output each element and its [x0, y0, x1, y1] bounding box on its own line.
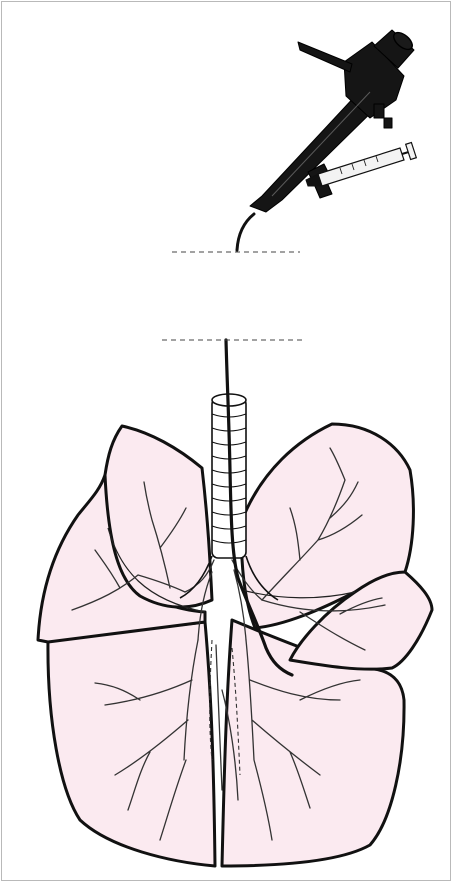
control-knob: [374, 104, 384, 118]
syringe-barrel: [318, 148, 404, 186]
control-knob-2: [384, 118, 392, 128]
left-lower-lobe: [48, 622, 215, 866]
break-marks: [162, 252, 306, 340]
angulation-lever: [298, 42, 352, 72]
tube-upper: [237, 214, 254, 250]
bronchoscope: [250, 29, 415, 212]
syringe-thumb: [406, 142, 417, 159]
